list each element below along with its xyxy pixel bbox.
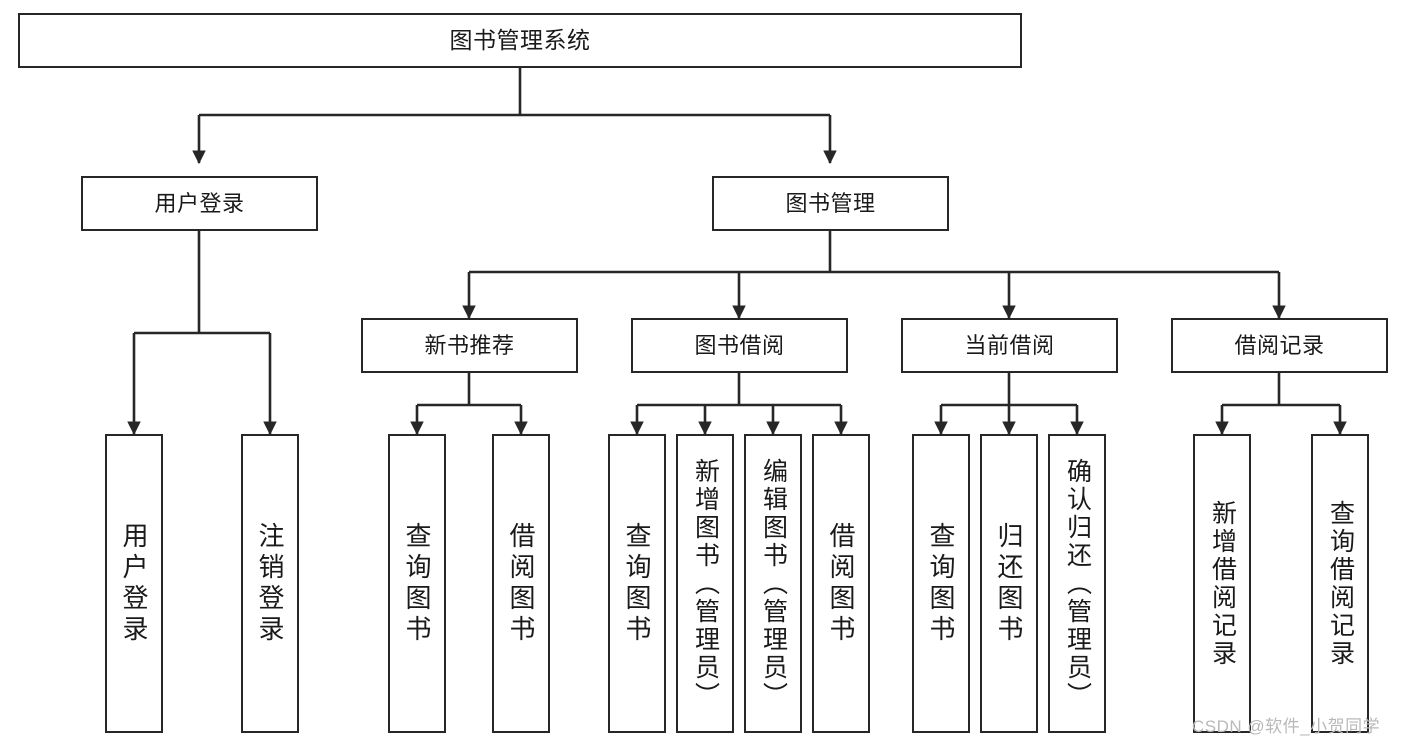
node-label: 用户登录 — [119, 521, 149, 646]
node-label: 当前借阅 — [964, 332, 1055, 358]
leaf-add-book[interactable]: 新增图书（管理员） — [676, 434, 734, 733]
node-label: 查询借阅记录 — [1326, 499, 1355, 668]
node-book-borrow[interactable]: 图书借阅 — [631, 318, 848, 373]
node-label: 用户登录 — [154, 190, 245, 216]
node-label: 新增图书（管理员） — [691, 457, 720, 710]
node-label: 借阅图书 — [506, 521, 536, 646]
node-borrow-record[interactable]: 借阅记录 — [1171, 318, 1388, 373]
node-book-manage[interactable]: 图书管理 — [712, 176, 949, 231]
leaf-logout[interactable]: 注销登录 — [241, 434, 299, 733]
node-label: 查询图书 — [402, 521, 432, 646]
node-label: 查询图书 — [926, 521, 956, 646]
leaf-query-record[interactable]: 查询借阅记录 — [1311, 434, 1369, 733]
node-label: 图书借阅 — [694, 332, 785, 358]
leaf-add-record[interactable]: 新增借阅记录 — [1193, 434, 1251, 733]
node-current-borrow[interactable]: 当前借阅 — [901, 318, 1118, 373]
leaf-query-book-1[interactable]: 查询图书 — [388, 434, 446, 733]
leaf-query-book-2[interactable]: 查询图书 — [608, 434, 666, 733]
node-label: 查询图书 — [622, 521, 652, 646]
node-label: 新增借阅记录 — [1208, 499, 1237, 668]
node-label: 新书推荐 — [424, 332, 515, 358]
node-label: 图书管理 — [785, 190, 876, 216]
node-label: 借阅图书 — [826, 521, 856, 646]
leaf-return-book[interactable]: 归还图书 — [980, 434, 1038, 733]
leaf-query-book-3[interactable]: 查询图书 — [912, 434, 970, 733]
leaf-user-login[interactable]: 用户登录 — [105, 434, 163, 733]
leaf-confirm-return[interactable]: 确认归还（管理员） — [1048, 434, 1106, 733]
leaf-borrow-book-1[interactable]: 借阅图书 — [492, 434, 550, 733]
node-label: 借阅记录 — [1234, 332, 1325, 358]
node-label: 注销登录 — [255, 521, 285, 646]
leaf-edit-book[interactable]: 编辑图书（管理员） — [744, 434, 802, 733]
node-label: 图书管理系统 — [449, 27, 591, 54]
node-label: 编辑图书（管理员） — [759, 457, 788, 710]
node-label: 归还图书 — [994, 521, 1024, 646]
watermark: CSDN @软件_小贺同学 — [1192, 717, 1381, 736]
node-label: 确认归还（管理员） — [1063, 457, 1092, 710]
leaf-borrow-book-2[interactable]: 借阅图书 — [812, 434, 870, 733]
node-root[interactable]: 图书管理系统 — [18, 13, 1022, 68]
node-new-book-recommend[interactable]: 新书推荐 — [361, 318, 578, 373]
node-user-login[interactable]: 用户登录 — [81, 176, 318, 231]
